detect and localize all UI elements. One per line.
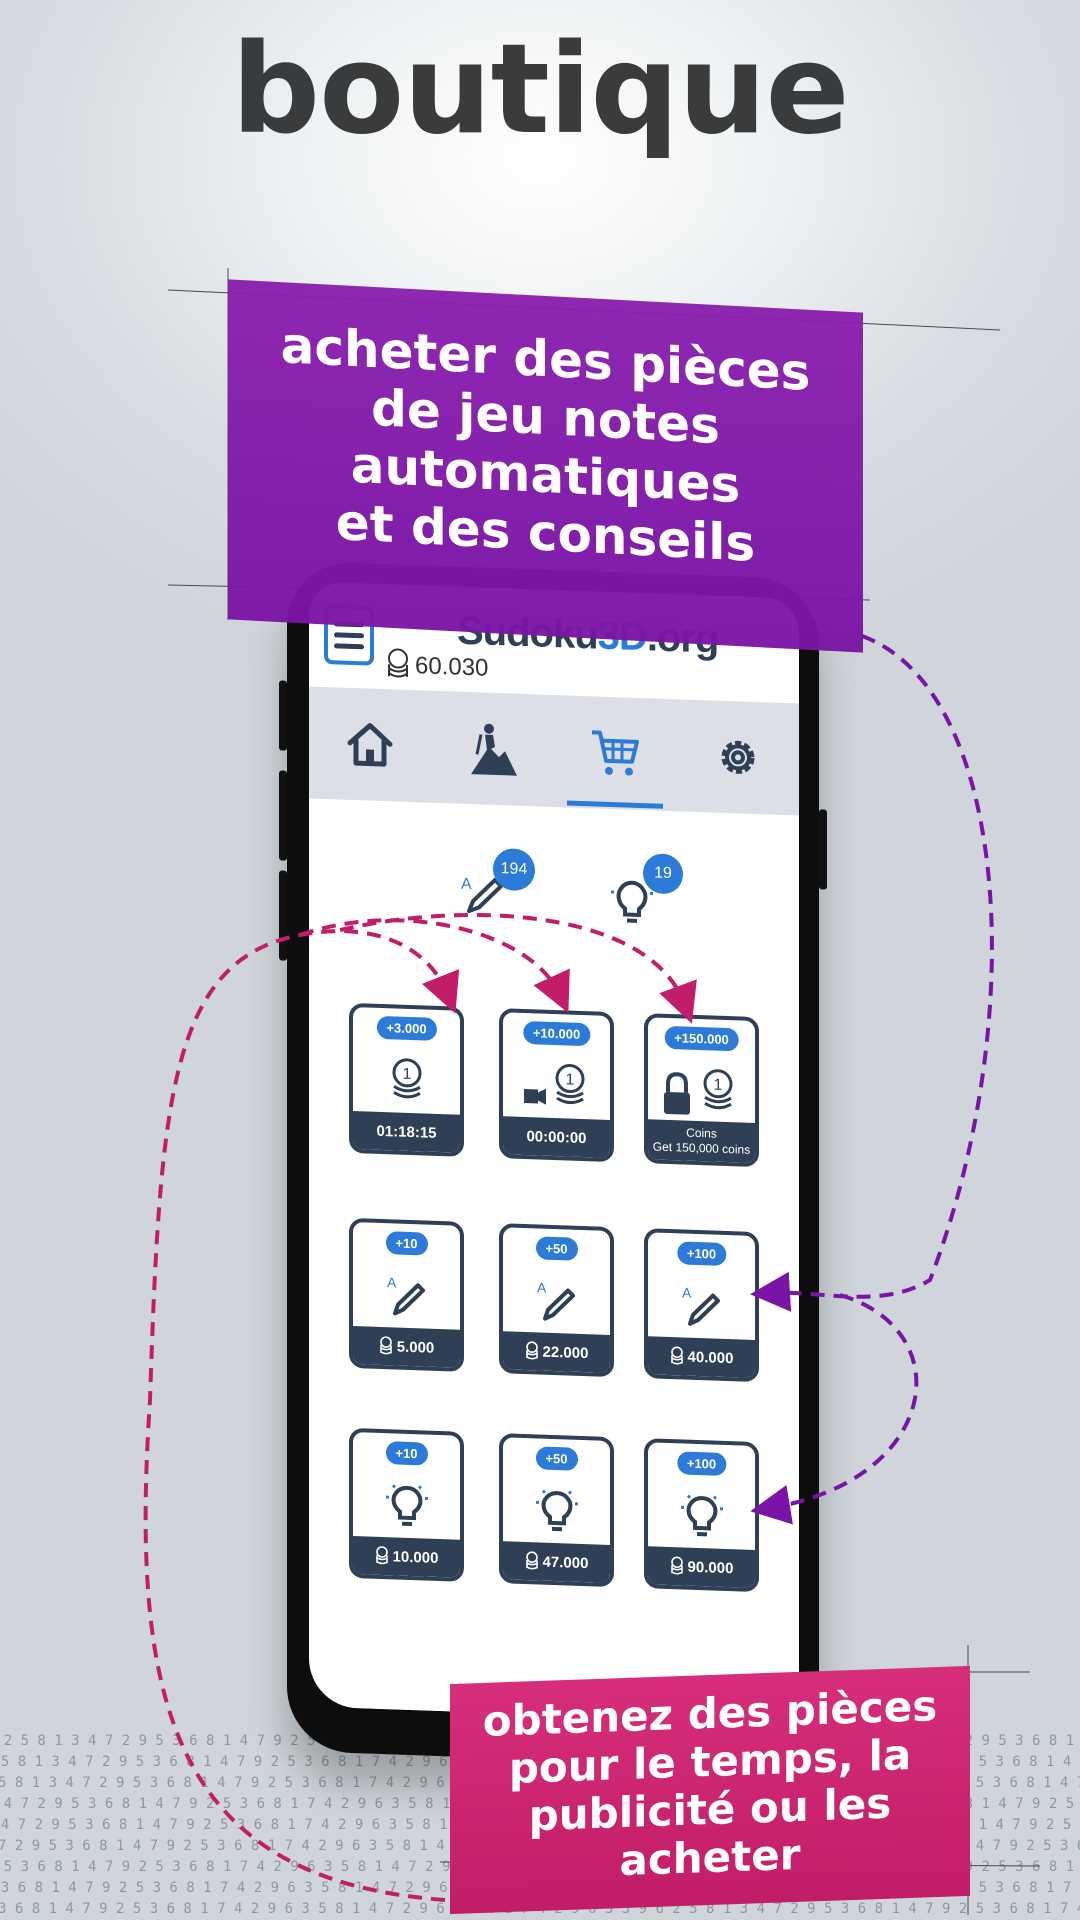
shop-item-timer: 01:18:15 bbox=[376, 1122, 437, 1142]
notes-inventory[interactable]: A 194 bbox=[459, 847, 539, 930]
shop-item-footer: 00:00:00 bbox=[503, 1116, 610, 1158]
shop-item-title: Coins bbox=[686, 1125, 717, 1141]
pencil-icon: A bbox=[682, 1284, 720, 1326]
coin-balance-value: 60.030 bbox=[415, 652, 489, 682]
feature-banner-bottom-text: obtenez des pièces pour le temps, la pub… bbox=[482, 1681, 938, 1886]
shop-item-price: 22.000 bbox=[542, 1343, 589, 1362]
svg-text:1: 1 bbox=[402, 1066, 411, 1083]
coin-stack-icon bbox=[388, 648, 408, 678]
cart-icon bbox=[592, 730, 640, 776]
nav-settings[interactable] bbox=[688, 706, 788, 809]
shop-item-price: 47.000 bbox=[542, 1553, 589, 1572]
shop-item-amount: +10 bbox=[385, 1231, 428, 1256]
shop-item-amount: +10 bbox=[385, 1441, 428, 1466]
shop-grid: +3.000 1 01:18:15 +10.000 1 00:00:00 +150.000 1… bbox=[349, 1002, 769, 1593]
inventory-bar: A 194 19 bbox=[309, 821, 799, 958]
shop-item-amount: +150.000 bbox=[664, 1025, 739, 1052]
shop-item-price: 90.000 bbox=[687, 1558, 734, 1577]
shop-item-icon bbox=[385, 1481, 429, 1534]
nav-shop[interactable] bbox=[565, 701, 665, 804]
shop-item-subtitle: Get 150,000 coins bbox=[652, 1139, 751, 1157]
shop-item-price: 10.000 bbox=[392, 1547, 439, 1567]
coin-stack-icon bbox=[670, 1556, 683, 1575]
nav-challenge[interactable] bbox=[443, 697, 543, 800]
coin-stack-icon bbox=[525, 1551, 538, 1570]
bulb-icon bbox=[385, 1484, 428, 1527]
shop-item-icon: A bbox=[535, 1276, 579, 1329]
pencil-icon: A bbox=[387, 1274, 425, 1316]
shop-item-footer: 22.000 bbox=[503, 1331, 610, 1373]
shop-item[interactable]: +10.000 1 00:00:00 bbox=[499, 1008, 614, 1163]
coin-balance: 60.030 bbox=[387, 648, 488, 686]
shop-item-icon bbox=[535, 1486, 579, 1539]
shop-item-timer: 00:00:00 bbox=[526, 1127, 587, 1147]
svg-text:A: A bbox=[387, 1274, 397, 1290]
gear-icon bbox=[721, 740, 755, 774]
coin-stack-icon bbox=[670, 1346, 683, 1365]
shop-item[interactable]: +3.000 1 01:18:15 bbox=[349, 1002, 464, 1157]
video-coin-icon: 1 bbox=[523, 1064, 584, 1105]
app-header: Sudoku3D.org 60.030 bbox=[309, 581, 799, 703]
shop-item-footer: 47.000 bbox=[503, 1541, 610, 1583]
coin-icon: 1 bbox=[392, 1058, 421, 1099]
pencil-icon: A bbox=[537, 1279, 575, 1321]
bottom-nav bbox=[309, 686, 799, 816]
shop-item[interactable]: +10 10.000 bbox=[349, 1427, 464, 1582]
coin-stack-icon bbox=[525, 1341, 538, 1360]
shop-item-amount: +50 bbox=[535, 1236, 578, 1261]
bulb-icon bbox=[535, 1489, 578, 1532]
shop-item[interactable]: +100 90.000 bbox=[644, 1438, 759, 1593]
svg-text:A: A bbox=[537, 1279, 547, 1295]
phone-screen: Sudoku3D.org 60.030 bbox=[309, 581, 799, 1724]
svg-text:1: 1 bbox=[713, 1077, 722, 1094]
climber-icon bbox=[470, 723, 517, 776]
hints-count-badge: 19 bbox=[643, 853, 683, 895]
svg-text:1: 1 bbox=[565, 1071, 574, 1088]
shop-item-icon: 1 bbox=[662, 1066, 742, 1126]
shop-item-footer: 01:18:15 bbox=[353, 1110, 460, 1153]
shop-item-price: 40.000 bbox=[687, 1348, 734, 1367]
shop-item-price: 5.000 bbox=[396, 1338, 435, 1357]
shop-item-footer: 10.000 bbox=[353, 1535, 460, 1578]
shop-item-icon: 1 bbox=[387, 1056, 427, 1110]
shop-item-footer: 90.000 bbox=[648, 1546, 755, 1589]
shop-item-icon: 1 bbox=[522, 1061, 592, 1116]
shop-item-amount: +50 bbox=[535, 1446, 578, 1471]
bulb-icon bbox=[680, 1494, 723, 1537]
svg-text:A: A bbox=[461, 876, 472, 893]
shop-item-amount: +100 bbox=[676, 1241, 727, 1267]
shop-item-amount: +3.000 bbox=[376, 1015, 437, 1041]
shop-item-footer: 5.000 bbox=[353, 1325, 460, 1368]
hints-inventory[interactable]: 19 bbox=[609, 852, 689, 935]
page-title: boutique bbox=[231, 18, 849, 162]
shop-item-amount: +100 bbox=[676, 1451, 727, 1477]
shop-item-icon: A bbox=[385, 1271, 429, 1324]
nav-home[interactable] bbox=[320, 693, 420, 796]
shop-item-amount: +10.000 bbox=[522, 1020, 591, 1047]
lock-coin-icon: 1 bbox=[663, 1069, 732, 1115]
home-icon bbox=[347, 723, 393, 767]
svg-text:A: A bbox=[682, 1284, 692, 1300]
notes-count-badge: 194 bbox=[493, 847, 535, 892]
shop-item-icon: A bbox=[680, 1281, 724, 1334]
shop-item-icon bbox=[680, 1491, 724, 1544]
shop-item[interactable]: +50 47.000 bbox=[499, 1433, 614, 1588]
feature-banner-top-text: acheter des pièces de jeu notes automati… bbox=[280, 316, 811, 573]
shop-item-footer: 40.000 bbox=[648, 1336, 755, 1379]
coin-stack-icon bbox=[379, 1336, 392, 1355]
coin-stack-icon bbox=[375, 1546, 388, 1565]
